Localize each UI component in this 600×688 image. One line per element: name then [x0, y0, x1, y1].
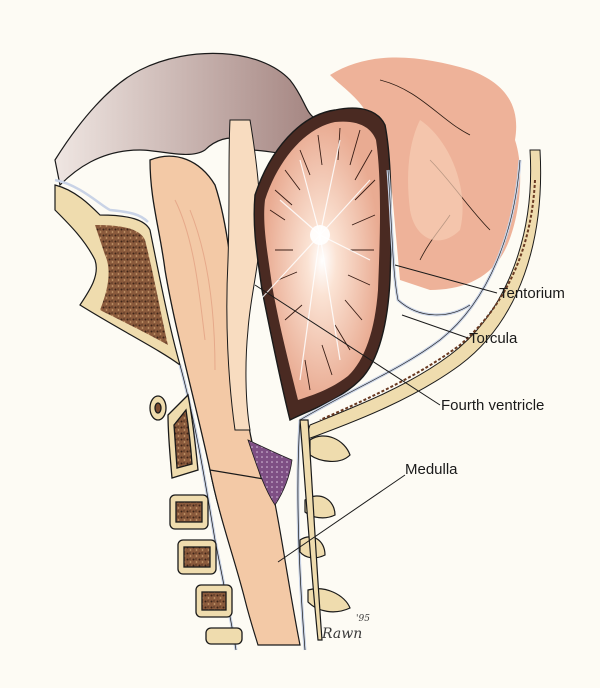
artist-signature: Rawn — [322, 627, 362, 641]
cerebellum — [253, 107, 392, 422]
signature-year: '95 — [356, 614, 370, 624]
label-medulla: Medulla — [405, 461, 458, 478]
fourth-ventricle-leader — [254, 284, 441, 406]
cervical-vertebrae — [149, 393, 243, 645]
spinal-cord — [209, 469, 301, 646]
torcula-leader — [401, 314, 469, 339]
label-fourth-ventricle: Fourth ventricle — [441, 397, 545, 414]
clivus-bone — [54, 178, 182, 367]
label-leader-lines — [254, 264, 498, 563]
tentorium-leader — [394, 264, 498, 294]
cisterna-magna — [247, 439, 293, 506]
medulla-leader — [277, 474, 406, 563]
label-tentorium: Tentorium — [499, 285, 565, 302]
label-torcula: Torcula — [469, 330, 518, 347]
tectum — [226, 119, 261, 431]
signature-name: Rawn — [322, 626, 363, 642]
tentorium-dura — [299, 159, 522, 422]
